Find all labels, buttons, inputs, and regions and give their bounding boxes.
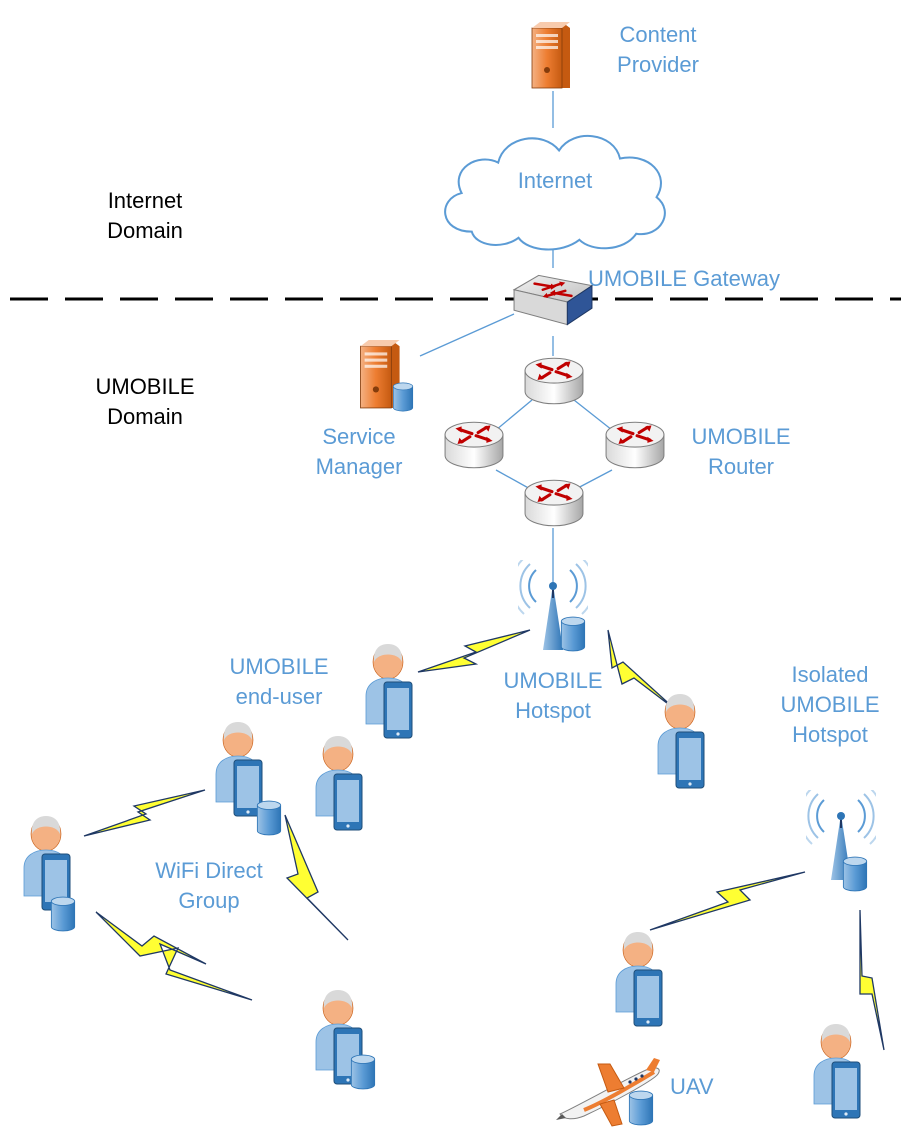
bolt-wifi-1: [83, 789, 206, 837]
bolt-hotspot-enduser: [417, 629, 531, 673]
wifi-user-left-icon: [23, 815, 71, 911]
internet-domain-line-1: Internet: [107, 188, 183, 213]
isolated-user-left-icon: [615, 931, 663, 1027]
internet-label: Internet: [490, 166, 620, 196]
wifi-user-bottom-icon: [315, 735, 363, 831]
router-line-1: UMOBILE: [691, 424, 791, 449]
router-top-icon: [523, 356, 585, 406]
isolated-user-right-icon: [813, 1023, 861, 1119]
end-user-label: UMOBILE end-user: [214, 652, 344, 712]
wifi-direct-line-2: Group: [178, 888, 240, 913]
internet-domain-label: Internet Domain: [60, 186, 230, 246]
router-right-icon: [604, 420, 666, 470]
umobile-domain-label: UMOBILE Domain: [60, 372, 230, 432]
content-provider-line-2: Provider: [617, 52, 699, 77]
wifi-direct-line-1: WiFi Direct: [155, 858, 263, 883]
internet-label-text: Internet: [517, 168, 593, 193]
hotspot-storage-icon: [560, 616, 586, 652]
bolt-hotspot-user2: [607, 629, 677, 711]
service-manager-line-1: Service: [322, 424, 396, 449]
wifi-user-bottom-storage-icon: [350, 1054, 376, 1090]
end-user-line-1: UMOBILE: [229, 654, 329, 679]
wireless-links: [83, 629, 885, 1051]
wifi-direct-label: WiFi Direct Group: [124, 856, 294, 916]
hotspot-line-1: UMOBILE: [503, 668, 603, 693]
internet-domain-line-2: Domain: [107, 218, 183, 243]
router-label: UMOBILE Router: [676, 422, 806, 482]
uav-label-text: UAV: [670, 1074, 714, 1099]
uav-storage-icon: [628, 1090, 654, 1126]
enduser-hotspot-icon: [365, 643, 413, 739]
service-manager-storage-icon: [392, 382, 414, 412]
umobile-domain-line-1: UMOBILE: [95, 374, 195, 399]
service-manager-line-2: Manager: [315, 454, 403, 479]
gateway-label-text: UMOBILE Gateway: [588, 266, 780, 291]
gateway-switch-icon: [512, 273, 594, 327]
umobile-domain-line-2: Domain: [107, 404, 183, 429]
isolated-hotspot-line-3: Hotspot: [792, 722, 868, 747]
user-right-of-hotspot-icon: [657, 693, 705, 789]
wifi-user-top-icon: [215, 721, 263, 817]
router-bottom-icon: [523, 478, 585, 528]
content-provider-label: Content Provider: [598, 20, 718, 80]
bolt-wifi-2: [95, 911, 253, 1001]
isolated-storage-icon: [842, 856, 868, 892]
bolt-wifi-3: [284, 814, 349, 941]
router-left-icon: [443, 420, 505, 470]
bolt-isolated-2: [859, 909, 885, 1051]
content-provider-server-icon: [531, 21, 571, 89]
content-provider-line-1: Content: [619, 22, 697, 47]
isolated-hotspot-line-1: Isolated: [791, 662, 869, 687]
end-user-line-2: end-user: [235, 684, 323, 709]
bolt-isolated-1: [649, 871, 806, 931]
uav-label: UAV: [670, 1072, 740, 1102]
hotspot-line-2: Hotspot: [515, 698, 591, 723]
wifi-user-top-storage-icon: [256, 800, 282, 836]
isolated-hotspot-line-2: UMOBILE: [780, 692, 880, 717]
router-line-2: Router: [707, 454, 775, 479]
isolated-hotspot-label: Isolated UMOBILE Hotspot: [770, 660, 890, 750]
wired-links: [419, 91, 613, 598]
gateway-label: UMOBILE Gateway: [588, 264, 812, 294]
hotspot-label: UMOBILE Hotspot: [488, 666, 618, 726]
wifi-user-left-storage-icon: [50, 896, 76, 932]
service-manager-label: Service Manager: [294, 422, 424, 482]
isolated-tower-icon: [806, 790, 876, 881]
